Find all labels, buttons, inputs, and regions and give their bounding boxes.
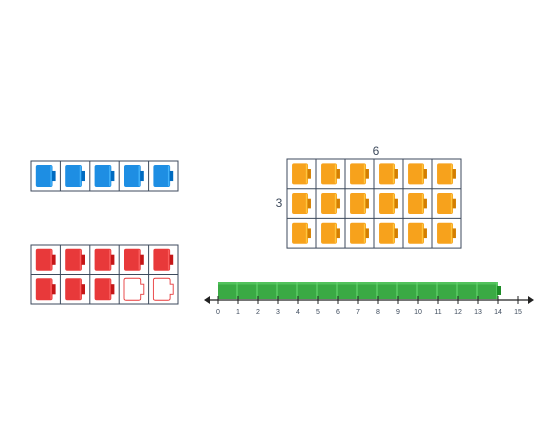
- number-line-tick-label: 9: [396, 309, 400, 316]
- array-cube: [292, 193, 311, 215]
- array-cube: [379, 222, 398, 244]
- array-cube: [408, 193, 427, 215]
- number-line-tick-label: 5: [316, 309, 320, 316]
- number-line-tick-label: 2: [256, 309, 260, 316]
- array-cube: [379, 193, 398, 215]
- green-cube: [258, 282, 278, 299]
- left-arrow-icon: [204, 296, 210, 304]
- array-cube: [292, 222, 311, 244]
- array-cube: [350, 222, 369, 244]
- number-line-tick-label: 15: [514, 309, 522, 316]
- array-cube: [321, 163, 340, 185]
- blue-frame-cube: [35, 165, 56, 187]
- green-cube: [338, 282, 358, 299]
- array-cube: [350, 163, 369, 185]
- array-cube: [321, 193, 340, 215]
- red-frame-cube: [65, 248, 85, 271]
- red-ten-frame: [30, 244, 179, 305]
- array-cube: [321, 222, 340, 244]
- green-cube: [458, 282, 478, 299]
- red-frame-cube: [35, 248, 56, 271]
- red-frame-empty-cube: [123, 277, 145, 301]
- green-cube: [278, 282, 298, 299]
- green-cube: [478, 282, 498, 299]
- red-frame-cube: [124, 248, 144, 271]
- number-line-tick-label: 7: [356, 309, 360, 316]
- number-line-tick-label: 6: [336, 309, 340, 316]
- green-cube: [438, 282, 458, 299]
- array-cube: [437, 222, 456, 244]
- blue-frame-cube: [94, 165, 115, 187]
- number-line-tick-label: 3: [276, 309, 280, 316]
- green-cube: [358, 282, 378, 299]
- array-cube: [408, 163, 427, 185]
- array-row-label: 3: [276, 196, 283, 210]
- array-cube: [437, 193, 456, 215]
- blue-ten-frame: [30, 160, 179, 192]
- green-cube: [418, 282, 438, 299]
- array-cube: [350, 193, 369, 215]
- number-line-tick-label: 12: [454, 309, 462, 316]
- number-line-tick-label: 14: [494, 309, 502, 316]
- number-line-tick-label: 1: [236, 309, 240, 316]
- array-cube: [379, 163, 398, 185]
- green-cube: [218, 282, 238, 299]
- red-frame-cube: [65, 278, 85, 301]
- right-arrow-icon: [528, 296, 534, 304]
- number-line-tick-label: 0: [216, 309, 220, 316]
- green-cube: [238, 282, 258, 299]
- red-frame-cube: [35, 278, 56, 301]
- array-cube: [292, 163, 311, 185]
- blue-frame-cube: [124, 165, 144, 187]
- green-cube: [398, 282, 418, 299]
- number-line-tick-label: 13: [474, 309, 482, 316]
- green-bar-end-connector: [497, 286, 501, 295]
- red-frame-empty-cube: [152, 277, 174, 301]
- orange-array: 6 3: [276, 144, 462, 249]
- green-cube: [318, 282, 338, 299]
- number-line-tick-label: 11: [434, 309, 441, 316]
- blue-frame-cube: [153, 165, 174, 187]
- array-cube: [408, 222, 427, 244]
- array-cube: [437, 163, 456, 185]
- red-frame-cube: [94, 248, 115, 271]
- number-line-tick-label: 10: [414, 309, 422, 316]
- green-cube: [378, 282, 398, 299]
- red-frame-cube: [153, 248, 174, 271]
- number-line-tick-label: 8: [376, 309, 380, 316]
- blue-frame-cube: [65, 165, 85, 187]
- number-line-tick-label: 4: [296, 309, 300, 316]
- array-column-label: 6: [373, 144, 380, 158]
- red-frame-cube: [94, 278, 115, 301]
- green-cube: [298, 282, 318, 299]
